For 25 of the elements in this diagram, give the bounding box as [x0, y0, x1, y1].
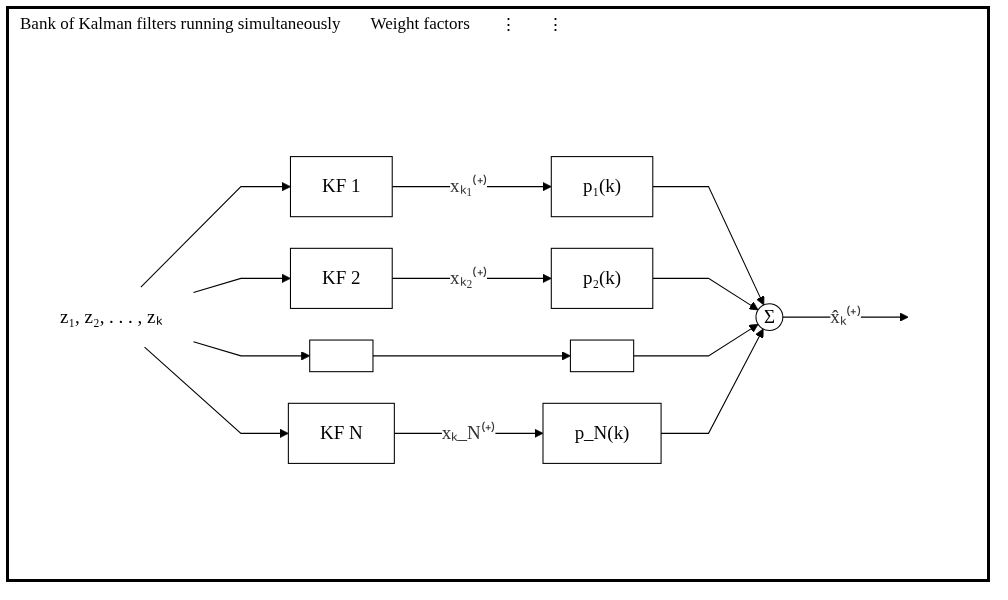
arrow: [652, 186, 765, 306]
edge-label: xₖ₁⁽⁺⁾: [450, 175, 488, 197]
arrow: [140, 182, 291, 288]
arrow: [144, 346, 289, 438]
node-text: z₁, z₂, . . . , zₖ: [60, 306, 162, 328]
node-box: [309, 339, 374, 373]
node-box: KF 2: [289, 247, 393, 309]
node-circle: Σ: [755, 303, 784, 332]
node-box: p_N(k): [542, 402, 662, 464]
node-box: KF N: [287, 402, 395, 464]
annotation-text: ⋮: [499, 14, 517, 35]
arrow: [633, 323, 759, 357]
node-box: [569, 339, 635, 373]
annotation-text: Weight factors: [370, 14, 470, 35]
arrow: [372, 351, 571, 361]
annotation-text: ⋮: [546, 14, 564, 35]
annotation-text: Bank of Kalman filters running simultaneously: [20, 14, 341, 35]
node-box: p₂(k): [550, 247, 654, 309]
edge-label: x̂ₖ⁽⁺⁾: [830, 306, 861, 328]
arrow: [192, 273, 291, 294]
arrow: [652, 277, 759, 311]
edge-label: xₖ_N⁽⁺⁾: [441, 422, 496, 444]
node-box: p₁(k): [550, 156, 654, 218]
edge-label: xₖ₂⁽⁺⁾: [450, 267, 488, 289]
node-box: KF 1: [289, 156, 393, 218]
